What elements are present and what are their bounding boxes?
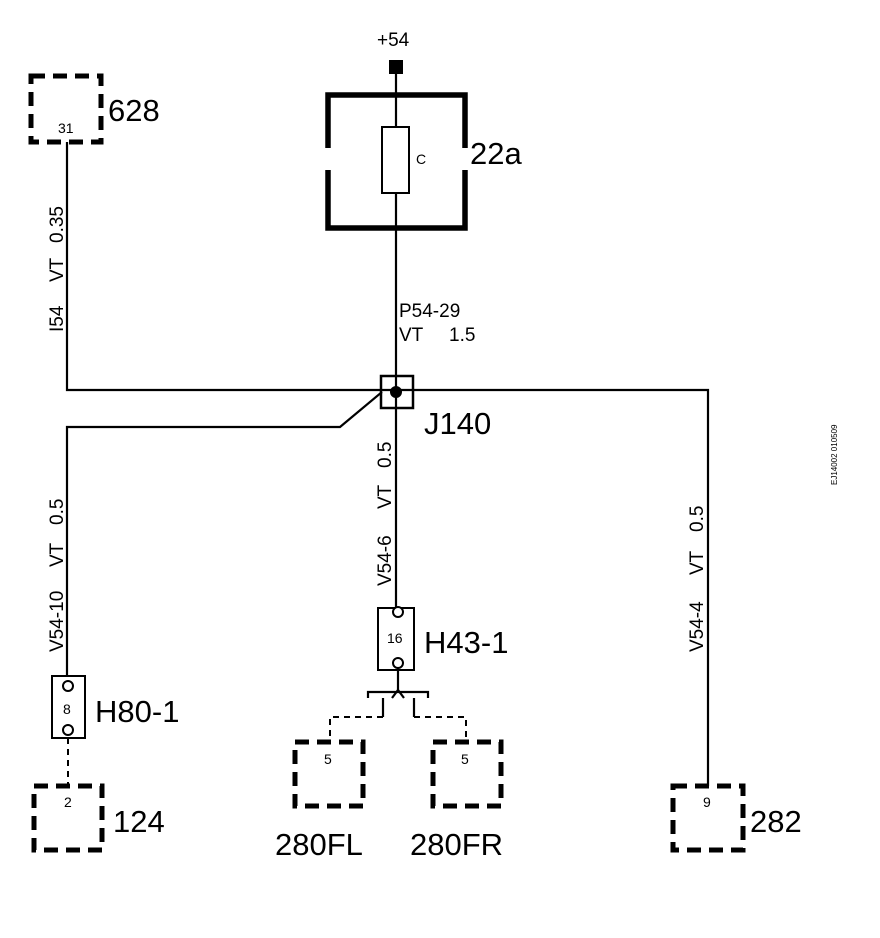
pin-282: 9 — [703, 794, 711, 810]
wire-h80-size: 0.5 — [47, 499, 68, 525]
pin-h43: 16 — [387, 630, 403, 646]
pin-h80: 8 — [63, 701, 71, 717]
component-628: 31 628 — [28, 73, 160, 145]
wire-628-size: 0.35 — [47, 206, 68, 243]
wire-h43-circuit: V54-6 — [375, 535, 396, 586]
connector-h80-id: H80-1 — [95, 694, 179, 729]
wire-main-circuit: P54-29 — [399, 301, 460, 322]
component-280fl: 5 280FL — [275, 739, 366, 862]
wire-628-color: VT — [47, 257, 68, 282]
component-280fl-id: 280FL — [275, 827, 363, 862]
component-280fr: 5 280FR — [410, 739, 504, 862]
component-282-id: 282 — [750, 804, 802, 839]
wire-282-size: 0.5 — [687, 506, 708, 532]
pin-628: 31 — [58, 120, 74, 136]
component-124-id: 124 — [113, 804, 165, 839]
wire-628-circuit: I54 — [47, 305, 68, 332]
diagram-code: EJ14002 010509 — [830, 424, 839, 485]
splice-j140: J140 — [65, 374, 491, 676]
connector-h80-1: 8 H80-1 — [51, 675, 179, 739]
connector-h43-id: H43-1 — [424, 625, 508, 660]
fuse-id: 22a — [470, 136, 522, 171]
wire-h80-circuit: V54-10 — [47, 591, 68, 652]
splice-id: J140 — [424, 406, 491, 441]
fuse-letter: C — [416, 151, 426, 167]
wire-h43-size: 0.5 — [375, 442, 396, 468]
wire-282-circuit: V54-4 — [687, 601, 708, 652]
wire-main-color: VT — [399, 325, 424, 346]
pin-280fl: 5 — [324, 751, 332, 767]
supply-terminal — [389, 60, 403, 74]
splice-dot — [390, 386, 402, 398]
wire-282-color: VT — [687, 550, 708, 575]
pin-124: 2 — [64, 794, 72, 810]
wire-j140-to-h80 — [65, 391, 383, 676]
fuse-element — [381, 126, 410, 194]
connector-h43-1: 16 H43-1 — [377, 606, 508, 671]
component-124: 2 124 — [31, 783, 165, 853]
pin-280fr: 5 — [461, 751, 469, 767]
wire-h80-color: VT — [47, 542, 68, 567]
supply-label: +54 — [377, 30, 410, 51]
wire-main-size: 1.5 — [449, 325, 475, 346]
component-282: 9 282 — [670, 783, 802, 853]
branch-bracket — [329, 668, 467, 742]
wire-628-to-282 — [65, 142, 710, 786]
component-280fr-id: 280FR — [410, 827, 503, 862]
fuse-box-22a: C 22a — [320, 92, 522, 231]
wire-h43-color: VT — [375, 484, 396, 509]
component-628-id: 628 — [108, 93, 160, 128]
